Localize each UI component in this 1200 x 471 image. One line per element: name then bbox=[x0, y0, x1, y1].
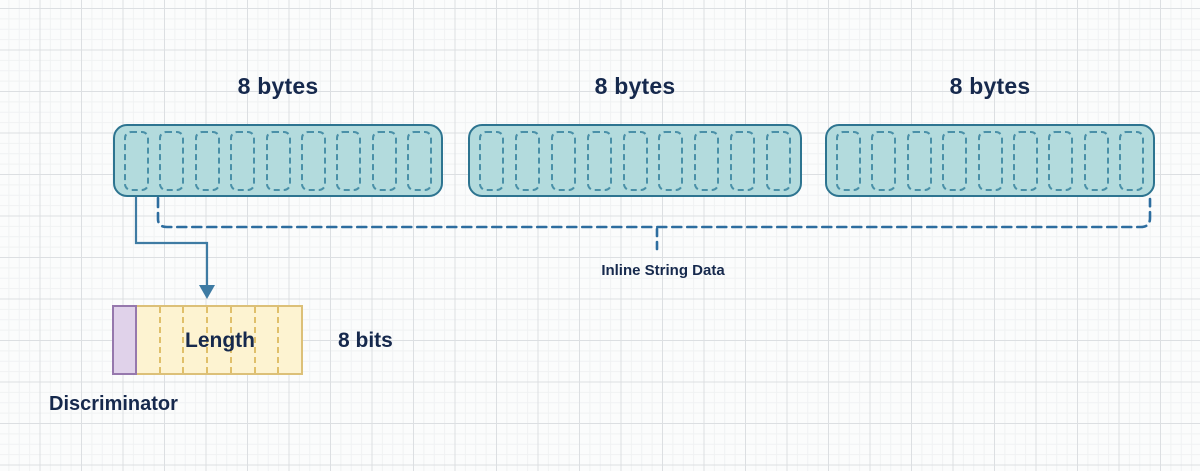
byte-cell bbox=[1119, 130, 1144, 191]
length-bit-cell bbox=[158, 307, 183, 373]
length-byte-box bbox=[112, 305, 303, 375]
byte-cell bbox=[265, 130, 291, 191]
byte-cell bbox=[871, 130, 897, 191]
byte-cell bbox=[230, 130, 256, 191]
byte-cell bbox=[194, 130, 220, 191]
bits-label: 8 bits bbox=[338, 329, 393, 352]
byte-cell bbox=[1048, 130, 1074, 191]
length-bit-cell bbox=[253, 307, 278, 373]
byte-group-box-1 bbox=[113, 124, 443, 197]
byte-cell bbox=[836, 130, 861, 191]
byte-group-label-3: 8 bytes bbox=[949, 73, 1031, 99]
discriminator-label: Discriminator bbox=[49, 393, 178, 415]
byte-group-box-2 bbox=[468, 124, 802, 197]
byte-cell bbox=[1012, 130, 1038, 191]
byte-cell bbox=[514, 130, 540, 191]
byte-cell bbox=[124, 130, 149, 191]
length-bit-cell bbox=[277, 307, 301, 373]
byte-group-box-3 bbox=[825, 124, 1155, 197]
length-arrow-line bbox=[134, 197, 209, 286]
length-bit-cell bbox=[206, 307, 230, 373]
byte-cell bbox=[977, 130, 1003, 191]
length-arrow-head bbox=[199, 285, 215, 299]
byte-group-label-2: 8 bytes bbox=[594, 73, 676, 99]
byte-cell bbox=[407, 130, 432, 191]
discriminator-cell bbox=[112, 305, 137, 375]
byte-cell bbox=[730, 130, 756, 191]
byte-cell bbox=[694, 130, 720, 191]
byte-cell bbox=[336, 130, 362, 191]
byte-cell bbox=[1083, 130, 1109, 191]
length-bit-cell bbox=[229, 307, 254, 373]
byte-cell bbox=[658, 130, 684, 191]
inline-string-data-label: Inline String Data bbox=[601, 262, 725, 279]
length-bit-cell bbox=[182, 307, 206, 373]
byte-cell bbox=[371, 130, 397, 191]
byte-cell bbox=[159, 130, 185, 191]
byte-group-label-1: 8 bytes bbox=[237, 73, 319, 99]
byte-cell bbox=[550, 130, 576, 191]
byte-cell bbox=[479, 130, 504, 191]
inline-string-bracket-line bbox=[156, 196, 1152, 229]
byte-cell bbox=[300, 130, 326, 191]
byte-cell bbox=[942, 130, 968, 191]
byte-cell bbox=[766, 130, 791, 191]
byte-cell bbox=[622, 130, 648, 191]
byte-cell bbox=[586, 130, 612, 191]
byte-cell bbox=[906, 130, 932, 191]
length-label: Length bbox=[185, 329, 255, 352]
